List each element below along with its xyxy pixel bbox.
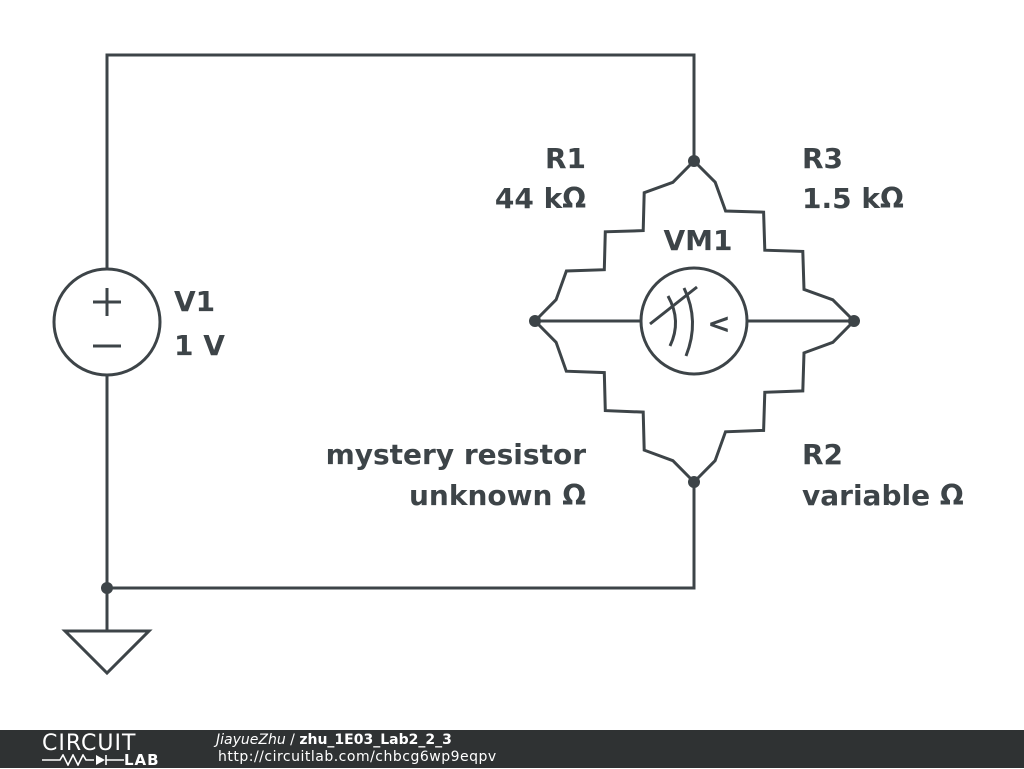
voltmeter-vm1: < xyxy=(639,266,749,376)
circuitlab-logo[interactable]: CIRCUIT LAB xyxy=(40,730,180,769)
vm1-name: VM1 xyxy=(663,224,732,257)
resistor-r1 xyxy=(533,159,696,323)
resistor-r3 xyxy=(692,159,856,323)
circuit-title[interactable]: zhu_1E03_Lab2_2_3 xyxy=(299,732,452,748)
r2-name: R2 xyxy=(802,438,843,471)
circuit-schematic: < V1 1 V R1 44 kΩ R3 1.5 kΩ VM1 mystery … xyxy=(52,53,964,676)
junction-top xyxy=(688,155,700,167)
r1-name: R1 xyxy=(545,142,586,175)
r1-value: 44 kΩ xyxy=(495,182,586,215)
circuit-meta: JiayueZhu / zhu_1E03_Lab2_2_3 http://cir… xyxy=(216,732,497,766)
r3-value: 1.5 kΩ xyxy=(802,182,904,215)
v1-name: V1 xyxy=(174,285,215,318)
r2-value: variable Ω xyxy=(802,479,964,512)
wire-top xyxy=(105,53,696,271)
logo-text-top: CIRCUIT xyxy=(42,731,137,756)
ground-icon xyxy=(61,629,153,676)
junction-bottom xyxy=(688,476,700,488)
wire-bottom xyxy=(105,374,696,590)
breadcrumb-separator: / xyxy=(285,732,300,748)
resistor-wave-icon xyxy=(42,754,124,766)
footer-bar: CIRCUIT LAB JiayueZhu / zhu_1E03_Lab2_2_… xyxy=(0,730,1024,769)
mystery-name: mystery resistor xyxy=(326,438,587,471)
v1-value: 1 V xyxy=(174,329,225,362)
resistor-mystery xyxy=(533,319,696,484)
junction-ground xyxy=(101,582,113,594)
voltmeter-symbol: < xyxy=(707,307,730,340)
junction-right xyxy=(848,315,860,327)
logo-text-bottom: LAB xyxy=(124,751,160,769)
voltage-source-v1 xyxy=(52,267,162,377)
r3-name: R3 xyxy=(802,142,843,175)
junction-left xyxy=(529,315,541,327)
author-link[interactable]: JiayueZhu xyxy=(216,732,286,748)
circuit-url[interactable]: http://circuitlab.com/chbcg6wp9eqpv xyxy=(218,749,497,765)
resistor-r2 xyxy=(692,319,856,484)
mystery-value: unknown Ω xyxy=(409,479,586,512)
